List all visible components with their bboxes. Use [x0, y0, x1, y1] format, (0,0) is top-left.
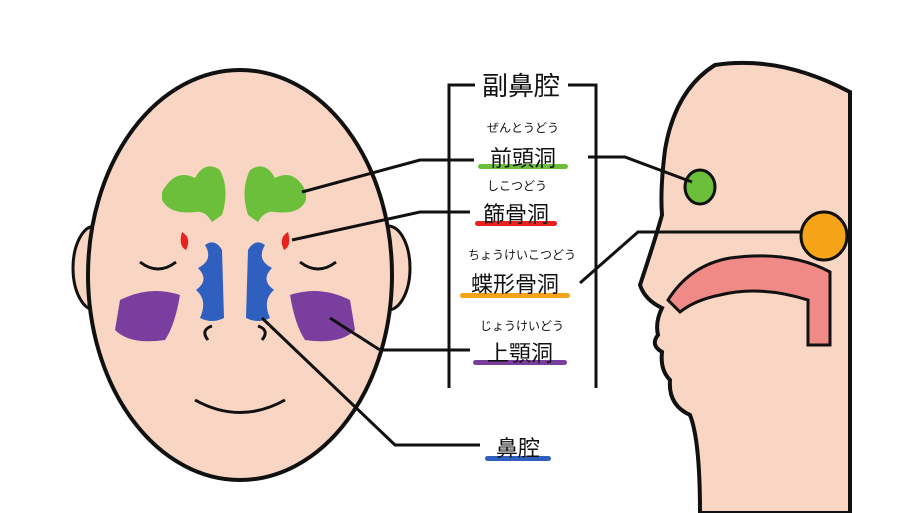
- nasal-cavity-right: [246, 242, 274, 321]
- nasal-cavity-left: [196, 242, 224, 321]
- sphenoid-furigana: ちょうけいこつどう: [468, 248, 576, 262]
- maxillary-sinus-left: [115, 291, 180, 342]
- frontal-leader-right: [588, 155, 693, 184]
- left-eye: [139, 260, 177, 271]
- nasal-label: 鼻腔: [496, 437, 540, 462]
- sphenoid-leader: [579, 230, 802, 285]
- ethmoid-leader: [291, 210, 470, 242]
- maxillary-furigana: じょうけいどう: [480, 319, 564, 333]
- frontal-underline: [478, 164, 568, 169]
- ethmoid-sinus-left: [180, 232, 189, 250]
- title: 副鼻腔: [482, 72, 560, 102]
- frontal-furigana: ぜんとうどう: [487, 121, 559, 135]
- frontal-sinus-profile: [683, 168, 717, 206]
- nasal-leader: [260, 316, 480, 447]
- ethmoid-furigana: しこつどう: [487, 179, 547, 193]
- ethmoid-label: 篩骨洞: [483, 203, 549, 228]
- mouth: [194, 398, 286, 414]
- ethmoid-sinus-right: [281, 232, 290, 250]
- bracket-right: [568, 83, 598, 388]
- airway: [666, 254, 832, 347]
- face-outline: [86, 68, 394, 482]
- sphenoid-label: 蝶形骨洞: [471, 273, 559, 298]
- bracket-left: [447, 83, 475, 388]
- frontal-leader-left: [301, 158, 474, 194]
- nose: [203, 324, 267, 341]
- maxillary-sinus-right: [290, 291, 355, 342]
- sphenoid-underline: [460, 293, 570, 298]
- frontal-label: 前頭洞: [490, 147, 556, 172]
- maxillary-underline: [473, 360, 567, 365]
- side-profile: [637, 60, 852, 513]
- frontal-sinus-right: [244, 166, 306, 222]
- frontal-sinus-left: [162, 166, 226, 222]
- maxillary-leader: [329, 316, 470, 352]
- right-eye: [299, 260, 337, 271]
- ethmoid-underline: [475, 221, 557, 226]
- nasal-underline: [485, 456, 551, 461]
- maxillary-label: 上顎洞: [487, 342, 553, 367]
- sphenoid-sinus-profile: [799, 210, 849, 262]
- front-face: [71, 68, 412, 482]
